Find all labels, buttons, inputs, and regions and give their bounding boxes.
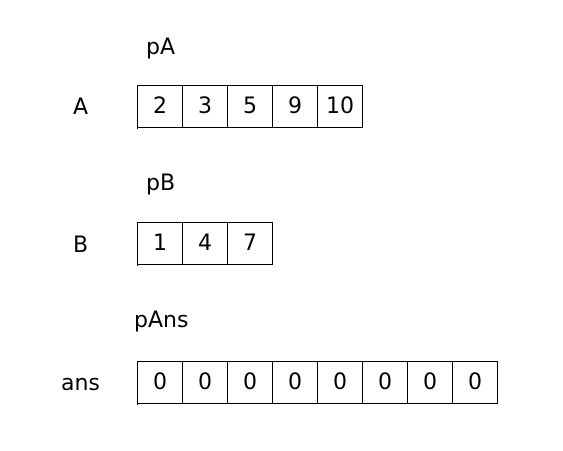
array-ans-cell: 0 [183,361,228,404]
array-ans-cell: 0 [453,361,498,404]
array-ans-cell: 0 [363,361,408,404]
array-ans-cell: 0 [273,361,318,404]
array-label-A: A [73,95,89,120]
pointer-label-pA: pA [146,35,176,60]
array-B-cell: 1 [138,222,183,265]
array-ans-cell: 0 [228,361,273,404]
array-A-cell: 2 [138,85,183,128]
pointer-label-pB: pB [146,171,176,196]
array-ans-cell: 0 [318,361,363,404]
array-A-cell: 5 [228,85,273,128]
array-ans-cell: 0 [408,361,453,404]
array-B-cell: 7 [228,222,273,265]
array-A-cell: 9 [273,85,318,128]
array-B-cell: 4 [183,222,228,265]
array-label-B: B [73,233,89,258]
array-label-ans: ans [61,371,100,396]
array-ans-cell: 0 [138,361,183,404]
array-A-cell: 10 [318,85,363,128]
array-A-cell: 3 [183,85,228,128]
pointer-label-pAns: pAns [134,308,189,333]
